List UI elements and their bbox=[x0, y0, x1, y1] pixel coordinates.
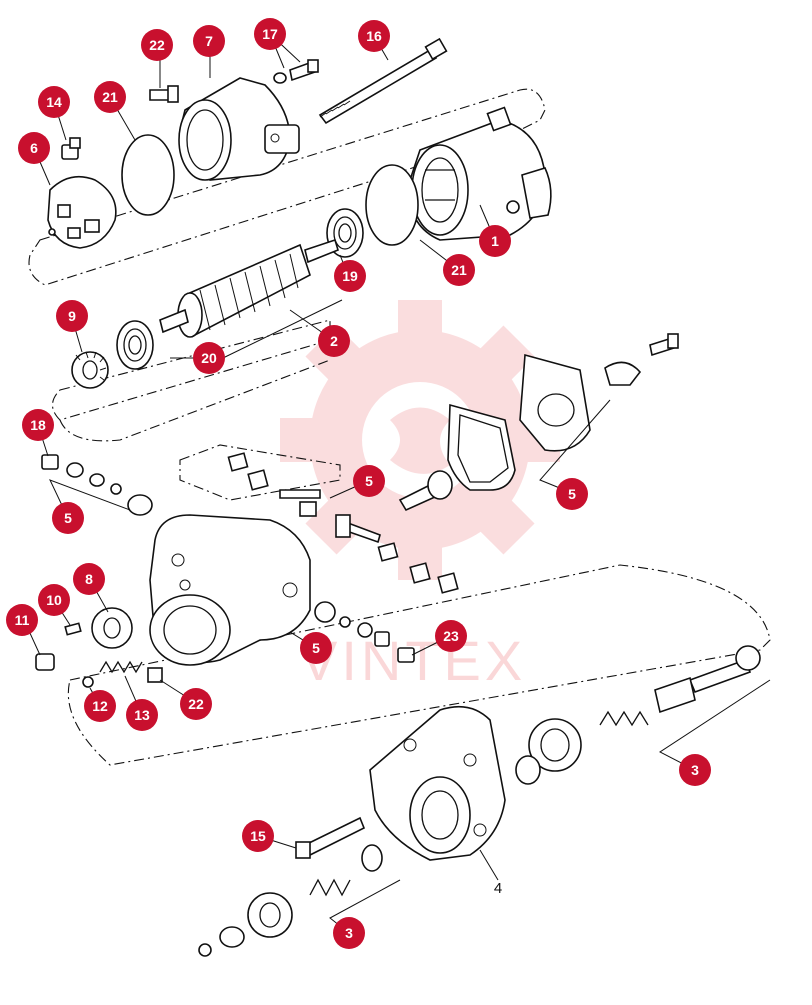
svg-text:3: 3 bbox=[345, 925, 353, 941]
svg-text:3: 3 bbox=[691, 762, 699, 778]
part-22-bolt-top bbox=[149, 85, 179, 103]
part-bracket-bolt bbox=[604, 333, 679, 386]
callout-6: 6 bbox=[18, 132, 50, 164]
callout-10: 10 bbox=[38, 584, 70, 616]
callout-5-terminals: 5 bbox=[353, 465, 385, 497]
part-20-bearing bbox=[116, 320, 154, 370]
svg-text:8: 8 bbox=[85, 571, 93, 587]
callout-1: 1 bbox=[479, 225, 511, 257]
callout-9: 9 bbox=[56, 300, 88, 332]
svg-text:5: 5 bbox=[568, 486, 576, 502]
svg-text:15: 15 bbox=[250, 828, 266, 844]
part-13-spring bbox=[99, 660, 143, 674]
part-23-nut bbox=[397, 647, 415, 663]
part-6-brush-holder bbox=[47, 175, 117, 249]
part-11-nut bbox=[35, 653, 55, 671]
svg-text:9: 9 bbox=[68, 308, 76, 324]
svg-text:10: 10 bbox=[46, 592, 62, 608]
callout-18: 18 bbox=[22, 409, 54, 441]
part-7-yoke bbox=[178, 77, 300, 181]
part-9-gear bbox=[71, 351, 109, 389]
callout-13: 13 bbox=[126, 699, 158, 731]
part-5-spacers-right bbox=[314, 601, 390, 647]
part-5-plunger bbox=[398, 470, 453, 512]
callout-21-left: 21 bbox=[94, 81, 126, 113]
part-5-terminals bbox=[227, 452, 459, 594]
svg-text:5: 5 bbox=[312, 640, 320, 656]
part-14-nut bbox=[61, 137, 81, 160]
callout-2: 2 bbox=[318, 325, 350, 357]
callout-20: 20 bbox=[193, 342, 225, 374]
part-3-drive-assembly-lower bbox=[198, 844, 383, 957]
part-15-bolt bbox=[295, 816, 366, 859]
svg-text:22: 22 bbox=[149, 37, 165, 53]
callout-22-top: 22 bbox=[141, 29, 173, 61]
callout-5-washers-left: 5 bbox=[52, 502, 84, 534]
callout-12: 12 bbox=[84, 690, 116, 722]
svg-text:5: 5 bbox=[64, 510, 72, 526]
callout-14: 14 bbox=[38, 86, 70, 118]
part-21-oring-left bbox=[121, 134, 175, 216]
callout-21-right: 21 bbox=[443, 254, 475, 286]
svg-text:2: 2 bbox=[330, 333, 338, 349]
assembly-outlines bbox=[28, 88, 771, 766]
callout-3-upper: 3 bbox=[679, 754, 711, 786]
part-21-oring-right bbox=[365, 164, 419, 246]
callout-8: 8 bbox=[73, 563, 105, 595]
svg-text:18: 18 bbox=[30, 417, 46, 433]
part-3-drive-assembly-upper bbox=[515, 645, 761, 785]
callout-16: 16 bbox=[358, 20, 390, 52]
part-5-cover bbox=[519, 353, 591, 452]
svg-text:20: 20 bbox=[201, 350, 217, 366]
callout-22-bottom: 22 bbox=[180, 688, 212, 720]
part-12-ball bbox=[82, 676, 94, 688]
svg-text:5: 5 bbox=[365, 473, 373, 489]
svg-text:22: 22 bbox=[188, 696, 204, 712]
part-4-drive-housing bbox=[369, 705, 506, 861]
callout-3-lower: 3 bbox=[333, 917, 365, 949]
callout-23: 23 bbox=[435, 620, 467, 652]
part-center-housing bbox=[149, 514, 311, 666]
part-18-nut bbox=[41, 454, 59, 470]
svg-text:19: 19 bbox=[342, 268, 358, 284]
part-16-through-bolt bbox=[318, 37, 448, 125]
part-2-armature bbox=[159, 238, 339, 338]
svg-text:7: 7 bbox=[205, 33, 213, 49]
part-22-bolt-bottom bbox=[147, 667, 163, 683]
callout-7: 7 bbox=[193, 25, 225, 57]
part-10-pin bbox=[64, 622, 82, 636]
svg-text:17: 17 bbox=[262, 26, 278, 42]
svg-text:23: 23 bbox=[443, 628, 459, 644]
svg-text:21: 21 bbox=[102, 89, 118, 105]
callout-17: 17 bbox=[254, 18, 286, 50]
callout-5-spacers: 5 bbox=[300, 632, 332, 664]
callout-5-cover: 5 bbox=[556, 478, 588, 510]
svg-text:13: 13 bbox=[134, 707, 150, 723]
part-8-gear bbox=[91, 607, 133, 649]
svg-text:12: 12 bbox=[92, 698, 108, 714]
part-5-washers-left bbox=[66, 462, 153, 516]
svg-text:16: 16 bbox=[366, 28, 382, 44]
callout-11: 11 bbox=[6, 604, 38, 636]
callout-15: 15 bbox=[242, 820, 274, 852]
svg-text:6: 6 bbox=[30, 140, 38, 156]
label-4: 4 bbox=[494, 880, 502, 897]
part-17-bolt-washer bbox=[273, 59, 319, 84]
part-5-gasket bbox=[447, 403, 516, 491]
svg-text:21: 21 bbox=[451, 262, 467, 278]
svg-text:1: 1 bbox=[491, 233, 499, 249]
svg-text:11: 11 bbox=[15, 612, 30, 628]
svg-text:14: 14 bbox=[46, 94, 62, 110]
part-1-solenoid bbox=[408, 106, 552, 241]
callout-19: 19 bbox=[334, 260, 366, 292]
